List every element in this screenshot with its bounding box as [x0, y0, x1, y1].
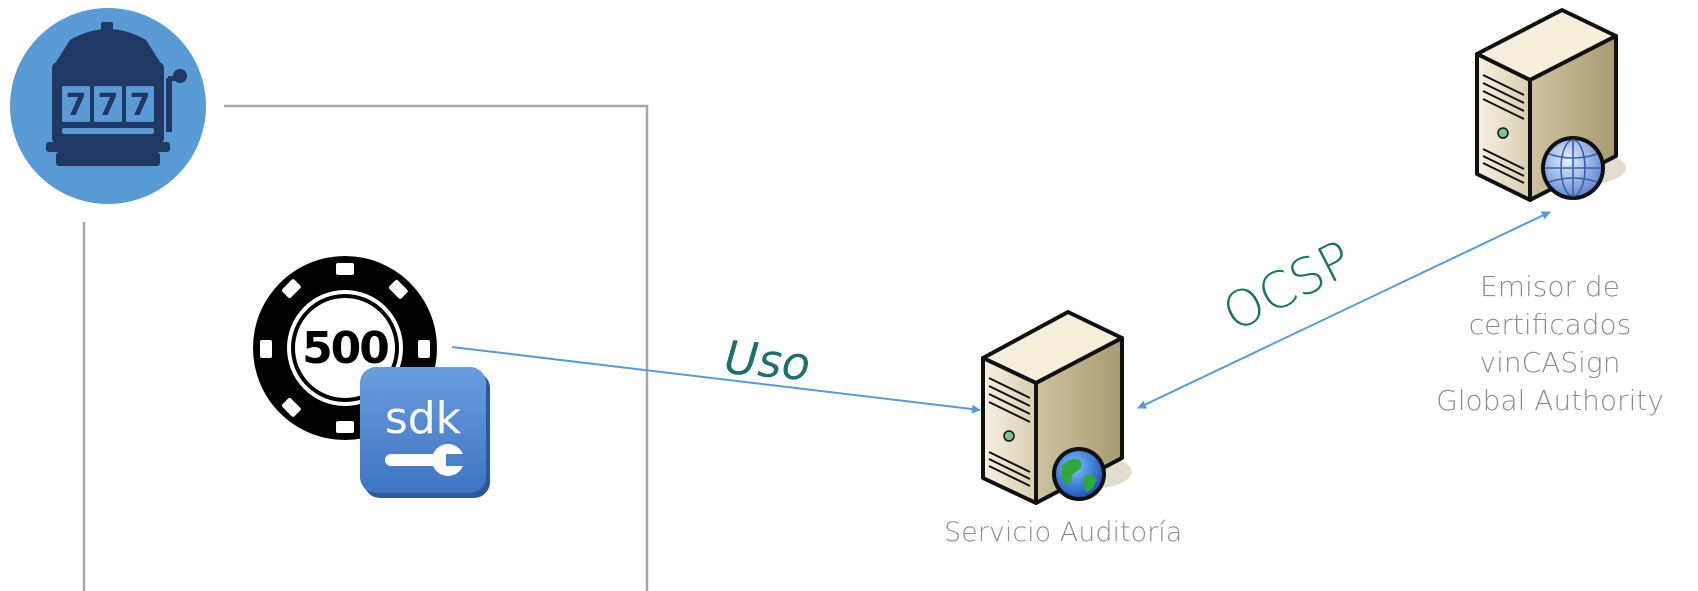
issuer-label: Emisor de certificados vinCASign Global …	[1405, 268, 1695, 420]
uso-arrow	[451, 346, 981, 414]
reel-2: 7	[98, 88, 119, 123]
globe-icon	[1052, 447, 1106, 501]
boundary-lines	[82, 104, 649, 591]
sdk-icon: sdk	[360, 367, 490, 498]
issuer-label-line-2: vinCASign	[1479, 346, 1621, 379]
issuer-server-icon	[1475, 8, 1626, 202]
issuer-label-line-3: Global Authority	[1436, 384, 1664, 417]
uso-label: Uso	[722, 330, 813, 392]
globe-icon	[1541, 136, 1605, 200]
boundary-top-right	[224, 104, 649, 591]
audit-server-icon	[981, 310, 1132, 505]
issuer-label-line-1: Emisor de certificados	[1468, 270, 1632, 341]
reel-3: 7	[130, 88, 151, 123]
reel-1: 7	[66, 88, 87, 123]
chip-value: 500	[302, 323, 388, 374]
sdk-label: sdk	[385, 393, 462, 444]
slot-machine-icon: 7 7 7	[10, 8, 206, 204]
ocsp-arrow	[1137, 211, 1551, 409]
audit-service-label: Servicio Auditoría	[944, 517, 1183, 548]
